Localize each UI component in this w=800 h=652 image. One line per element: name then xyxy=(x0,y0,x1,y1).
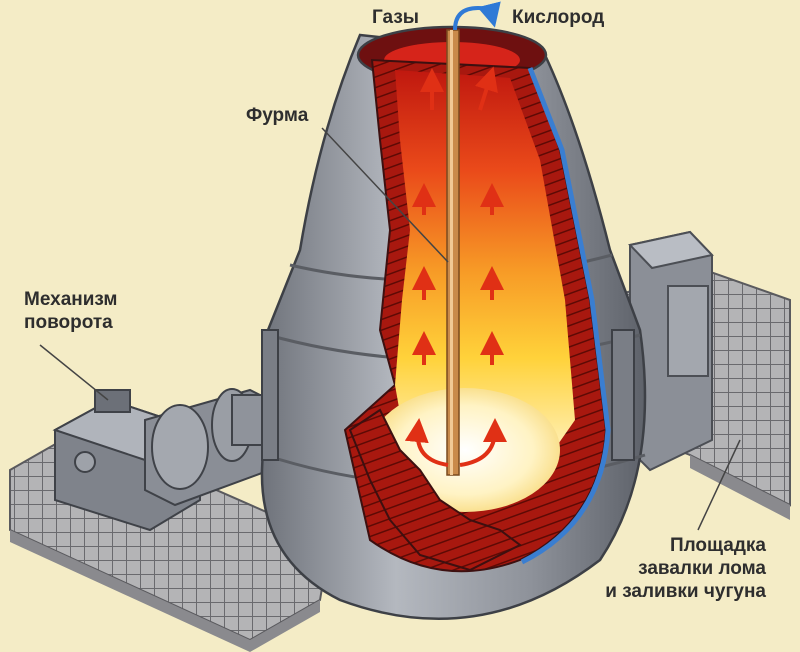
right-platform-edge xyxy=(690,455,790,520)
oxygen-inlet-arrow xyxy=(453,1,501,31)
right-trunnion-support xyxy=(628,230,714,472)
label-gases: Газы xyxy=(372,7,419,28)
label-tilt-line-1: Механизм xyxy=(24,289,118,310)
insulation-band xyxy=(520,67,611,565)
leader-line-tilt xyxy=(39,344,109,401)
label-platform: Площадка завалки лома и заливки чугуна xyxy=(605,534,766,603)
label-tilt-mechanism: Механизм поворота xyxy=(24,288,117,334)
leader-line-lance xyxy=(321,127,449,263)
label-tilt-line-2: поворота xyxy=(24,312,113,333)
label-platform-line-2: завалки лома xyxy=(638,558,766,579)
leader-line-platform xyxy=(697,439,741,531)
scrap-charge xyxy=(348,408,522,572)
label-oxygen: Кислород xyxy=(512,7,605,28)
oxygen-lance xyxy=(446,29,460,476)
label-platform-line-3: и заливки чугуна xyxy=(605,581,766,602)
label-lance: Фурма xyxy=(246,105,309,126)
gas-flow-arrows xyxy=(404,66,507,467)
label-platform-line-1: Площадка xyxy=(669,535,766,556)
